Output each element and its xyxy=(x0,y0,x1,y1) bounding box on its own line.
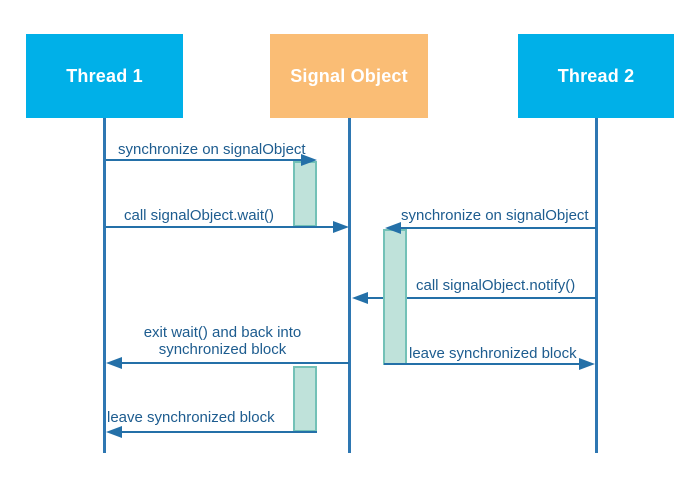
activation-bar-signal-first xyxy=(293,161,317,227)
message-line-call-notify xyxy=(366,297,596,299)
actor-label-thread-1: Thread 1 xyxy=(66,65,143,86)
actor-box-thread-2: Thread 2 xyxy=(518,34,674,118)
message-label-exit-wait: exit wait() and back into synchronized b… xyxy=(143,324,302,358)
actor-box-signal-object: Signal Object xyxy=(270,34,428,118)
arrowhead-right-icon xyxy=(301,154,317,166)
message-line-exit-wait xyxy=(120,362,349,364)
message-label-synchronize-t2: synchronize on signalObject xyxy=(401,207,589,224)
actor-box-thread-1: Thread 1 xyxy=(26,34,183,118)
arrowhead-left-icon xyxy=(385,222,401,234)
message-label-leave-block-t1: leave synchronized block xyxy=(107,409,275,426)
activation-bar-signal-second xyxy=(293,366,317,432)
message-line-leave-block-t2 xyxy=(384,363,579,365)
lifeline-thread-1 xyxy=(103,118,106,453)
message-line-call-wait xyxy=(106,226,333,228)
message-label-leave-block-t2: leave synchronized block xyxy=(409,345,577,362)
message-line-leave-block-t1 xyxy=(120,431,317,433)
message-label-call-notify: call signalObject.notify() xyxy=(416,277,576,294)
arrowhead-right-icon xyxy=(333,221,349,233)
message-label-synchronize-t1: synchronize on signalObject xyxy=(118,141,306,158)
message-line-synchronize-t1 xyxy=(106,159,301,161)
actor-label-signal-object: Signal Object xyxy=(290,65,408,86)
arrowhead-left-icon xyxy=(106,426,122,438)
lifeline-thread-2 xyxy=(595,118,598,453)
activation-bar-thread-2 xyxy=(383,229,407,365)
arrowhead-left-icon xyxy=(352,292,368,304)
arrowhead-left-icon xyxy=(106,357,122,369)
arrowhead-right-icon xyxy=(579,358,595,370)
lifeline-signal-object xyxy=(348,118,351,453)
message-line-synchronize-t2 xyxy=(399,227,596,229)
actor-label-thread-2: Thread 2 xyxy=(557,65,635,86)
message-label-call-wait: call signalObject.wait() xyxy=(124,207,275,224)
